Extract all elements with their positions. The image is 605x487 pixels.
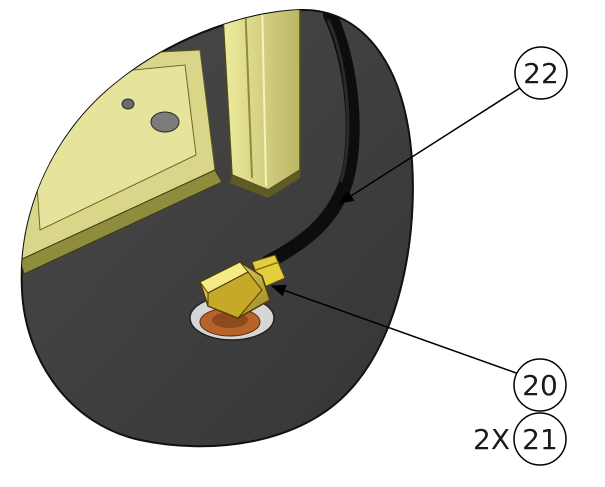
nut-facet [255,261,280,271]
hose-highlight [326,19,350,183]
leader-20 [270,284,520,375]
leader-lines [270,85,524,375]
bolt-head [121,98,135,110]
yellow-rail-shadow [230,170,300,198]
callout-balloon-22: 22 [514,46,568,100]
elbow-fitting-side [207,271,263,319]
yellow-rail [221,9,301,191]
hose [261,9,360,269]
rail-crease [261,9,267,187]
callout-balloon-20: 20 [513,358,567,412]
rail-crease [244,9,253,179]
leader-22 [338,85,524,204]
callout-quantity-21: 2X [473,423,510,456]
yellow-plate-edge [21,169,223,275]
detail-view-region [20,8,414,448]
balloon-circle [513,358,567,412]
bolt-head [150,111,180,133]
callout-label-21: 21 [522,423,558,456]
callout-balloon-21: 21 2X [473,412,567,466]
balloon-circle [513,412,567,466]
balloon-circle [514,46,568,100]
callout-label-22: 22 [523,57,559,90]
callout-label-20: 20 [522,369,558,402]
